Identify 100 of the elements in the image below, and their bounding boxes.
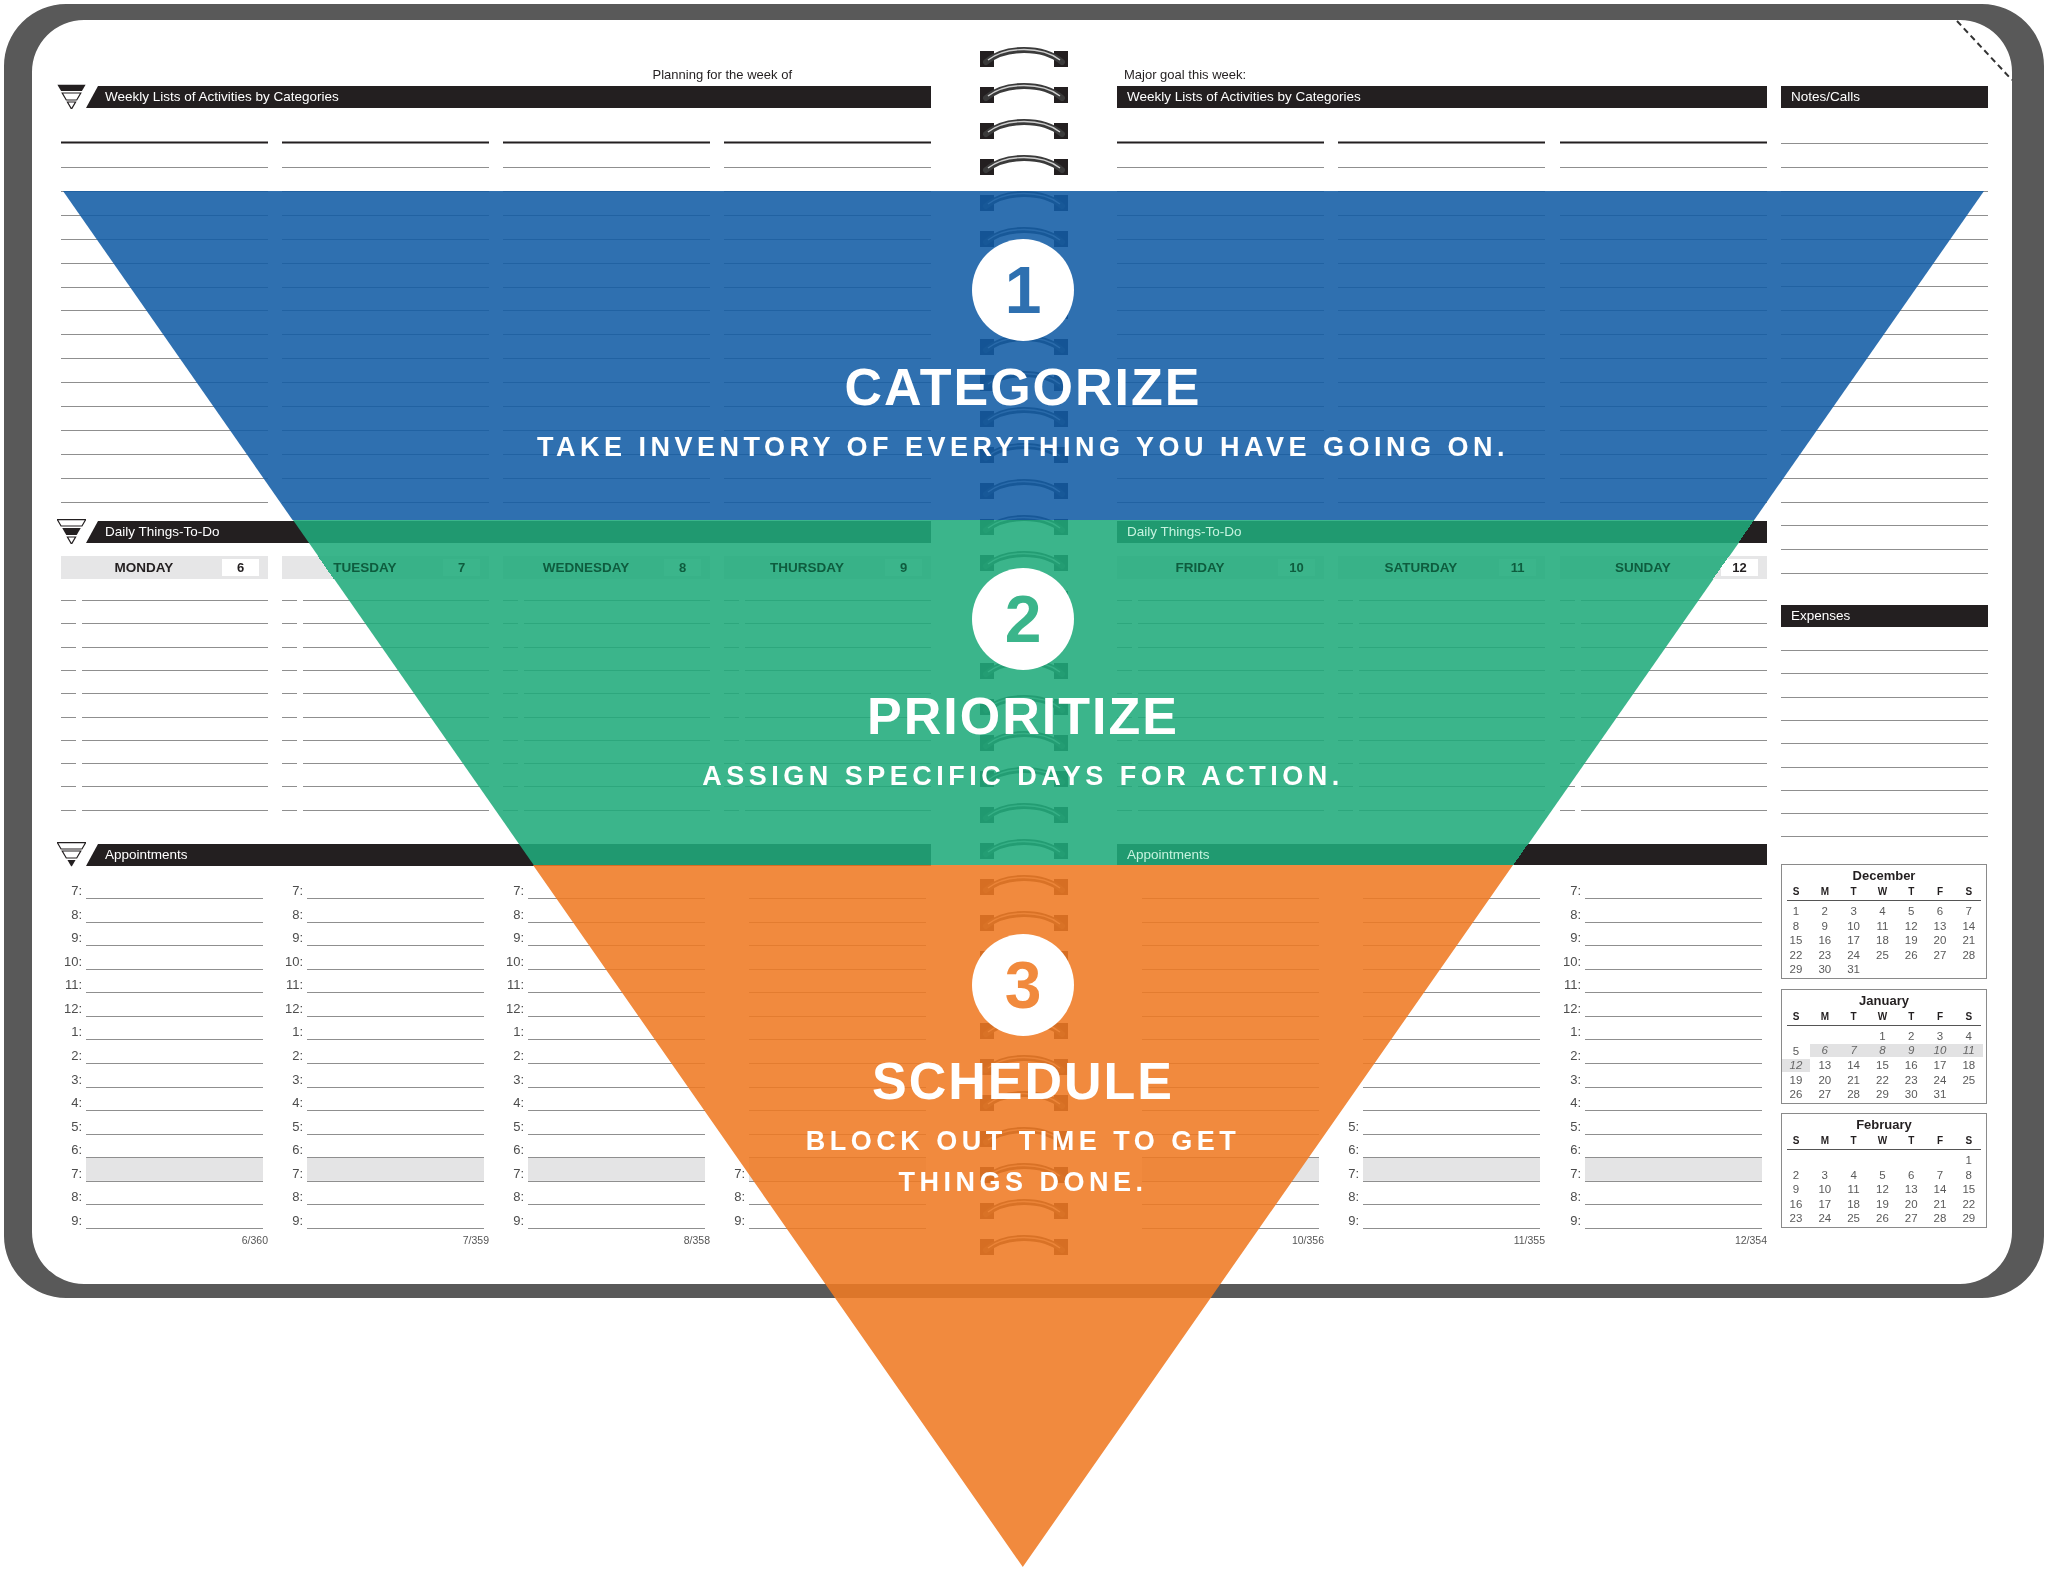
hour-label: 9: [1570, 930, 1581, 947]
hour-label: 9: [71, 1212, 82, 1229]
calendar-day: 12 [1876, 1182, 1889, 1196]
calendar-day: 27 [1933, 947, 1947, 962]
calendar-day: 30 [1904, 1087, 1918, 1101]
calendar-day: 30 [1818, 962, 1832, 976]
calendar-day: 1 [1879, 1029, 1886, 1043]
hour-label: 11: [285, 977, 303, 994]
calendar-day: 26 [1876, 1211, 1889, 1225]
calendar-day: 21 [1847, 1072, 1860, 1087]
calendar-day: 7 [1965, 904, 1972, 918]
calendar-day: 21 [1933, 1196, 1947, 1211]
hour-label: 10: [1562, 953, 1581, 970]
calendar-day: 2 [1908, 1029, 1915, 1043]
calendar-day: 24 [1818, 1211, 1832, 1225]
hour-label: 11: [64, 977, 82, 994]
calendar-day: 8 [1868, 1044, 1897, 1057]
page-number: 12/354 [1734, 1233, 1767, 1247]
section-title: Appointments [1127, 846, 1210, 864]
hour-label: 7: [292, 883, 303, 899]
day-name: TUESDAY [333, 559, 397, 576]
calendar-day: 20 [1818, 1072, 1832, 1087]
calendar-day: 25 [1876, 947, 1889, 962]
section-title: Notes/Calls [1791, 88, 1861, 106]
hour-label: 1: [513, 1024, 524, 1041]
calendar-day: 10 [1847, 918, 1860, 933]
weekday-letter: S [1965, 886, 1973, 898]
weekday-letter: S [1965, 1011, 1973, 1023]
day-number: 12 [1721, 559, 1758, 576]
hour-label: 8: [71, 906, 82, 923]
weekday-letter: M [1820, 1135, 1829, 1147]
step-description: TAKE INVENTORY OF EVERYTHING YOU HAVE GOING ON. [536, 431, 1510, 464]
weekday-letter: T [1908, 886, 1915, 898]
hour-label: 3: [513, 1071, 524, 1088]
calendar-day: 31 [1847, 962, 1860, 976]
calendar-day: 16 [1904, 1058, 1918, 1072]
calendar-day: 29 [1962, 1211, 1976, 1225]
step-number: 1 [1004, 257, 1042, 323]
weekday-letter: W [1877, 1011, 1888, 1023]
hour-label: 3: [1570, 1071, 1581, 1088]
step-number: 2 [1004, 586, 1042, 652]
hour-label: 9: [734, 1212, 745, 1229]
hour-label: 2: [1570, 1048, 1581, 1064]
hour-label: 12: [505, 1000, 524, 1017]
section-header-bar [1781, 605, 1988, 627]
step-title: SCHEDULE [871, 1052, 1174, 1110]
weekday-letter: T [1850, 1135, 1857, 1147]
calendar-day: 15 [1876, 1058, 1889, 1072]
hour-label: 6: [513, 1142, 524, 1159]
weekday-letter: M [1820, 886, 1829, 898]
hour-label: 9: [292, 1212, 303, 1229]
day-name: SUNDAY [1615, 559, 1671, 576]
weekday-letter: T [1850, 1011, 1857, 1023]
calendar-day: 5 [1908, 904, 1915, 918]
hour-label: 2: [292, 1048, 303, 1064]
weekday-letter: W [1877, 1135, 1888, 1147]
hour-label: 2: [513, 1048, 524, 1064]
day-name: MONDAY [114, 559, 174, 576]
month-name: December [1852, 867, 1916, 883]
hour-label: 4: [513, 1095, 524, 1112]
hour-label: 8: [513, 1189, 524, 1206]
hour-label: 11: [506, 977, 524, 994]
calendar-day: 21 [1962, 933, 1976, 947]
calendar-day: 25 [1847, 1211, 1860, 1225]
hour-label: 5: [71, 1118, 82, 1135]
calendar-day: 10 [1925, 1044, 1955, 1057]
month-name: January [1859, 992, 1909, 1008]
calendar-day: 20 [1904, 1196, 1918, 1211]
hour-label: 1: [71, 1024, 82, 1041]
form-field-label: Major goal this week: [1124, 67, 1247, 83]
calendar-day: 7 [1839, 1044, 1868, 1057]
calendar-day: 4 [1879, 904, 1886, 918]
calendar-day: 9 [1896, 1044, 1926, 1057]
calendar-day: 15 [1962, 1182, 1976, 1196]
mini-calendar [1781, 864, 1987, 979]
calendar-day: 19 [1789, 1072, 1803, 1087]
calendar-day: 13 [1818, 1058, 1832, 1072]
hour-label: 5: [1570, 1118, 1581, 1135]
hour-label: 7: [71, 883, 82, 899]
section-title: Daily Things-To-Do [1127, 523, 1242, 541]
calendar-day: 24 [1933, 1072, 1947, 1087]
calendar-day: 23 [1904, 1072, 1918, 1087]
hour-label: 8: [1348, 1189, 1359, 1206]
calendar-day: 1 [1965, 1153, 1972, 1167]
hour-label: 8: [1570, 906, 1581, 923]
calendar-day: 6 [1908, 1167, 1915, 1182]
calendar-day: 31 [1933, 1087, 1947, 1101]
calendar-day: 12 [1781, 1058, 1811, 1072]
calendar-day: 3 [1936, 1029, 1944, 1043]
calendar-day: 24 [1847, 947, 1860, 962]
calendar-day: 3 [1850, 904, 1857, 918]
hour-label: 7: [1570, 883, 1581, 899]
weekday-letter: M [1820, 1011, 1829, 1023]
hour-label: 2: [71, 1048, 82, 1064]
day-name: THURSDAY [770, 559, 844, 576]
section-header-bar [86, 86, 931, 108]
calendar-day: 1 [1792, 904, 1800, 918]
hour-label: 10: [284, 953, 303, 970]
calendar-day: 26 [1904, 947, 1918, 962]
hour-label: 7: [292, 1165, 303, 1182]
